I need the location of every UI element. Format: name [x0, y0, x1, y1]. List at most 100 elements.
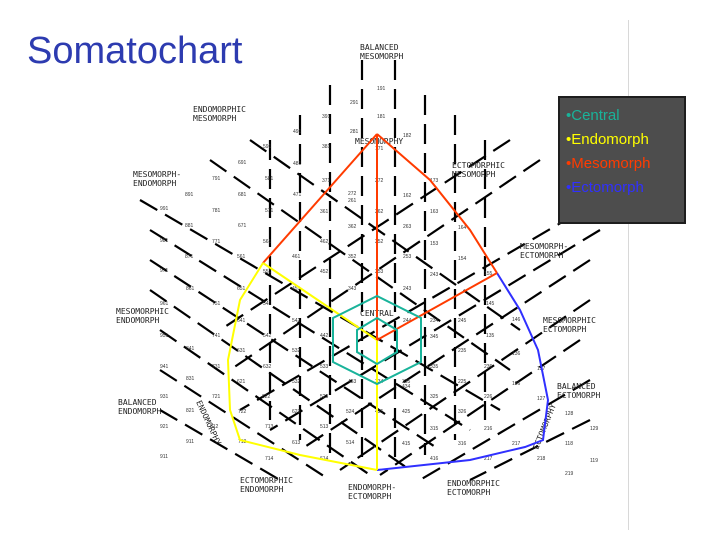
rating-label: 219	[565, 471, 574, 477]
rating-label: 831	[186, 376, 195, 382]
rating-label: 435	[375, 409, 384, 415]
page-title: Somatochart	[27, 30, 243, 72]
rating-label: 416	[430, 456, 439, 462]
mesomorph-boundary-left	[262, 133, 378, 264]
rating-label: 461	[292, 254, 301, 260]
region-balanced-endomorph: ENDOMORPH	[118, 407, 162, 416]
rating-label: 252	[375, 239, 384, 245]
rating-label: 533	[320, 364, 329, 370]
rating-label: 941	[160, 364, 169, 370]
rating-label: 128	[565, 411, 574, 417]
rating-label: 951	[160, 333, 169, 339]
rating-label: 462	[320, 239, 329, 245]
rating-label: 162	[403, 193, 412, 199]
rating-label: 316	[458, 441, 467, 447]
rating-label: 171	[375, 146, 384, 152]
rating-label: 155	[484, 271, 493, 277]
rating-label: 791	[212, 176, 221, 182]
rating-label: 253	[403, 254, 412, 260]
rating-label: 691	[238, 160, 247, 166]
rating-label: 981	[160, 238, 169, 244]
rating-label: 891	[185, 192, 194, 198]
rating-label: 571	[265, 208, 274, 214]
rating-label: 127	[537, 396, 546, 402]
rating-label: 771	[212, 239, 221, 245]
rating-label: 433	[348, 379, 357, 385]
rating-label: 681	[238, 192, 247, 198]
rating-label: 425	[402, 409, 411, 415]
rating-label: 991	[160, 206, 169, 212]
rating-label: 524	[346, 409, 355, 415]
region-ectomorphic-endomorph: ECTOMORPHIC	[240, 476, 293, 485]
rating-label: 871	[185, 254, 194, 260]
rating-label: 235	[458, 348, 467, 354]
rating-label: 613	[292, 440, 301, 446]
region-endomorphic-ectomorph: ECTOMORPH	[447, 488, 491, 497]
rating-label: 434	[402, 384, 411, 390]
region-ectomorphic-mesomorph: ECTOMORPHIC	[452, 161, 505, 170]
rating-label: 921	[160, 424, 169, 430]
rating-label: 591	[263, 144, 272, 150]
rating-label: 126	[512, 381, 521, 387]
rating-label: 261	[348, 198, 357, 204]
rating-label: 621	[237, 379, 246, 385]
rating-label: 225	[458, 379, 467, 385]
rating-label: 781	[212, 208, 221, 214]
rating-label: 217	[484, 456, 493, 462]
rating-label: 542	[292, 318, 301, 324]
rating-label: 345	[430, 334, 439, 340]
rating-label: 315	[430, 426, 439, 432]
rating-label: 751	[212, 301, 221, 307]
region-balanced-endomorph: BALANCED	[118, 398, 157, 407]
region-mesomorph-ectomorph: MESOMORPH-	[520, 242, 568, 251]
rating-label: 651	[237, 286, 246, 292]
rating-label: 821	[186, 408, 195, 414]
region-mesomorphic-endomorph: MESOMORPHIC	[116, 307, 169, 316]
rating-label: 253	[375, 269, 384, 275]
rating-label: 722	[238, 409, 247, 415]
rating-label: 532	[292, 379, 301, 385]
rating-label: 135	[486, 333, 495, 339]
endomorph-boundary	[226, 262, 378, 471]
region-endomorph-ectomorph: ENDOMORPH-	[348, 483, 396, 492]
rating-label: 272	[348, 191, 357, 197]
rating-numbers: 191 181 291 391 491 591 691 791 891 991 …	[160, 86, 599, 477]
rating-label: 226	[484, 394, 493, 400]
rating-label: 971	[160, 268, 169, 274]
rating-label: 713	[238, 439, 247, 445]
rating-label: 713	[265, 424, 274, 430]
legend-item-mesomorph: •Mesomorph	[566, 155, 651, 172]
rating-label: 163	[430, 209, 439, 215]
rating-label: 391	[322, 114, 331, 120]
rating-label: 514	[346, 440, 355, 446]
rating-label: 263	[403, 224, 412, 230]
legend: •Central •Endomorph •Mesomorph •Ectomorp…	[558, 96, 686, 224]
rating-label: 491	[293, 129, 302, 135]
rating-label: 352	[348, 254, 357, 260]
rating-label: 631	[237, 348, 246, 354]
region-labels: BALANCED MESOMORPH ENDOMORPHIC MESOMORPH…	[116, 43, 601, 501]
rating-label: 182	[403, 133, 412, 139]
rating-label: 154	[458, 256, 467, 262]
region-endomorphic-ectomorph: ENDOMORPHIC	[447, 479, 500, 488]
rating-label: 136	[512, 351, 521, 357]
rating-label: 641	[237, 318, 246, 324]
rating-grid-lines	[139, 60, 601, 481]
legend-item-ectomorph: •Ectomorph	[566, 179, 644, 196]
rating-label: 532	[292, 348, 301, 354]
rating-label: 236	[484, 364, 493, 370]
ectomorph-boundary	[376, 272, 550, 471]
rating-label: 272	[375, 178, 384, 184]
region-mesomorphic-ectomorph: ECTOMORPH	[543, 325, 587, 334]
rating-label: 145	[486, 301, 495, 307]
rating-label: 452	[320, 269, 329, 275]
rating-label: 381	[322, 144, 331, 150]
rating-label: 551	[263, 269, 272, 275]
rating-label: 861	[186, 286, 195, 292]
rating-label: 325	[430, 394, 439, 400]
region-balanced-ectomorph: BALANCED	[557, 382, 596, 391]
rating-label: 281	[350, 129, 359, 135]
rating-label: 119	[590, 458, 598, 464]
region-mesomorphic-endomorph: ENDOMORPH	[116, 316, 160, 325]
region-mesomorph-ectomorph: ECTOMORPH	[520, 251, 564, 260]
